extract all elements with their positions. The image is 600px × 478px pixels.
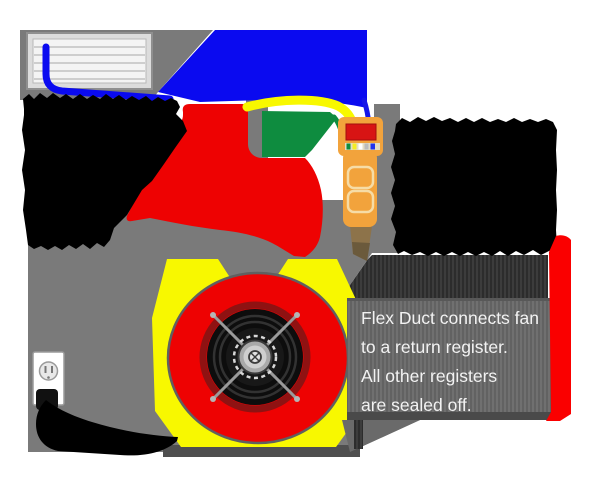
manometer-handle-shadow bbox=[352, 242, 370, 261]
duct-test-fan bbox=[152, 259, 360, 457]
fan-guard-ring-outer bbox=[212, 314, 298, 400]
fan-guard-ring-inner bbox=[218, 320, 292, 394]
red-marker-bar bbox=[546, 235, 571, 421]
green-tube-patch bbox=[262, 111, 347, 157]
fan-base-bar bbox=[163, 445, 360, 457]
manometer-button-top bbox=[346, 165, 375, 190]
note-line-4: are sealed off. bbox=[361, 395, 472, 415]
green-patch bbox=[262, 111, 337, 157]
blue-duct-band bbox=[158, 30, 367, 108]
redacted-label-right bbox=[391, 117, 557, 256]
fan-brace-caps bbox=[210, 312, 300, 402]
manometer-display bbox=[345, 123, 377, 141]
register-inner bbox=[32, 38, 147, 84]
power-cord bbox=[36, 400, 178, 456]
redacted-label-left bbox=[22, 93, 187, 250]
register-slats bbox=[34, 46, 145, 80]
note-box-bottom-edge bbox=[347, 412, 557, 420]
note-box-fold-shadow bbox=[342, 420, 420, 452]
note-box-body bbox=[347, 298, 557, 420]
power-outlet bbox=[32, 351, 65, 410]
note-box-upper-shadow-band bbox=[341, 255, 548, 298]
fan-hub-cross-icon bbox=[250, 352, 260, 362]
note-box: Flex Duct connects fan to a return regis… bbox=[342, 298, 557, 452]
note-line-3: All other registers bbox=[361, 366, 497, 386]
blue-duct-tube bbox=[42, 43, 174, 103]
outlet-slots bbox=[44, 366, 53, 379]
blue-duct bbox=[42, 30, 374, 147]
note-box-fold-stripe bbox=[354, 420, 363, 449]
fan-dashed-ring bbox=[232, 334, 278, 380]
note-box-top-edge bbox=[347, 298, 557, 301]
note-line-1: Flex Duct connects fan bbox=[361, 308, 539, 328]
manometer-button-bottom bbox=[346, 189, 375, 214]
fan-maroon-ring bbox=[199, 301, 311, 413]
manometer-ports bbox=[346, 143, 375, 150]
manometer bbox=[338, 117, 383, 261]
note-line-2: to a return register. bbox=[361, 337, 508, 357]
note-box-text: Flex Duct connects fan to a return regis… bbox=[361, 308, 539, 415]
